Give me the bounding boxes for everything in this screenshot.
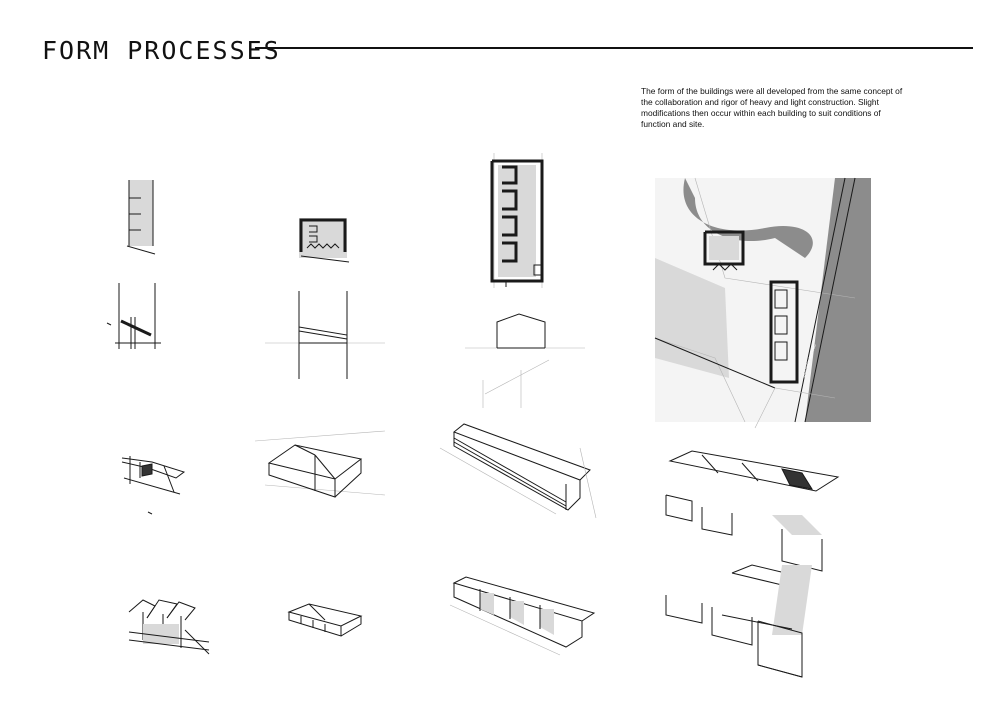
perspective-sketch-2 [254, 425, 386, 505]
page-title: FORM PROCESSES [42, 36, 281, 65]
perspective-sketch-3 [439, 418, 600, 519]
perspective-sketch-4 [125, 590, 215, 660]
plan-sketch-3 [486, 153, 548, 288]
description-text: The form of the buildings were all devel… [641, 86, 903, 129]
exploded-axonometric [662, 445, 882, 685]
perspective-sketch-6 [449, 575, 600, 656]
perspective-sketch-1 [112, 448, 192, 518]
section-sketch-3 [465, 300, 585, 410]
plan-sketch-2 [297, 216, 353, 264]
title-rule [255, 47, 973, 49]
plan-sketch-1 [125, 178, 165, 256]
perspective-sketch-5 [285, 600, 365, 640]
site-plan-map: WHITNEY AVENUE [654, 177, 871, 429]
section-sketch-2 [265, 291, 385, 381]
section-sketch-1 [105, 283, 165, 353]
